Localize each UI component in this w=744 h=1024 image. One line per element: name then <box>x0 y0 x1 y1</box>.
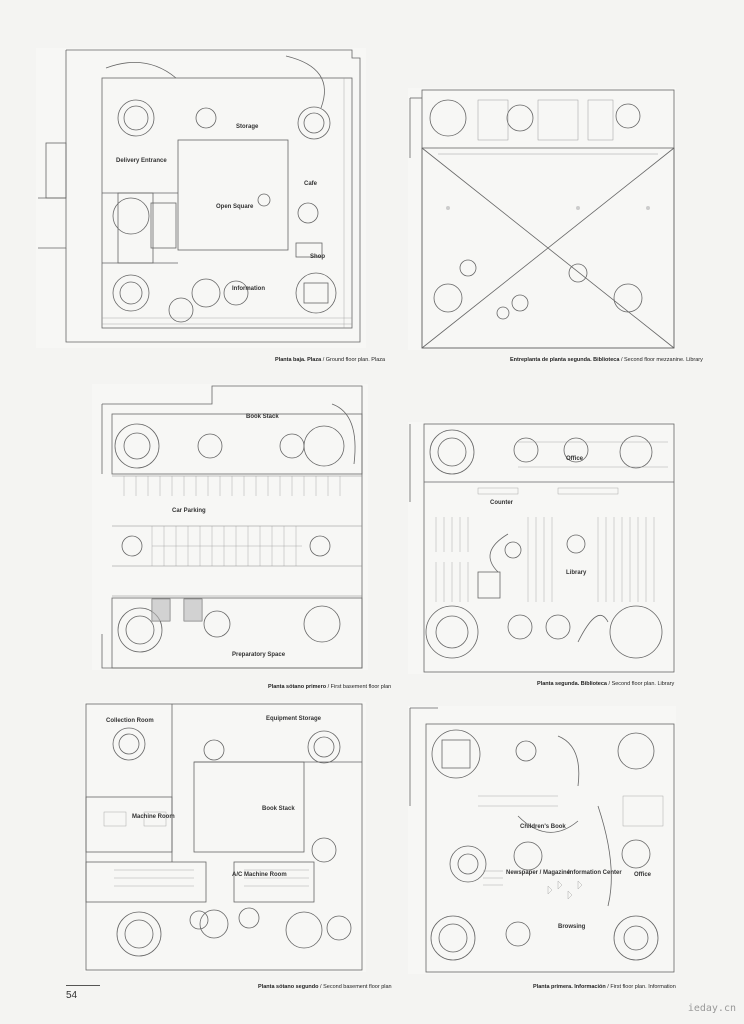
caption-mezzanine-rest: / Second floor mezzanine. Library <box>619 357 703 363</box>
caption-second-floor-rest: / Second floor plan. Library <box>607 681 675 687</box>
label-newspaper-magazine: Newspaper / Magazine <box>506 870 571 876</box>
page-number: 54 <box>66 990 78 1001</box>
plan-first-basement: Book Stack Car Parking Preparatory Space <box>92 384 368 670</box>
caption-second-floor: Planta segunda. Biblioteca / Second floo… <box>537 681 674 687</box>
plan-mezzanine <box>408 88 676 350</box>
caption-mezzanine-bold: Entreplanta de planta segunda. Bibliotec… <box>510 357 620 363</box>
label-collection-room: Collection Room <box>106 718 154 724</box>
label-machine-room: Machine Room <box>132 814 175 820</box>
plan-first-floor: Children's Book Newspaper / Magazine Inf… <box>408 706 676 974</box>
label-car-parking: Car Parking <box>172 508 206 514</box>
label-book-stack: Book Stack <box>246 414 279 420</box>
caption-first-floor-rest: / First floor plan. Information <box>605 984 676 990</box>
caption-ground-floor-rest: / Ground floor plan. Plaza <box>321 357 386 363</box>
caption-first-basement-bold: Planta sótano primero <box>268 684 327 690</box>
library-shelves <box>435 441 668 602</box>
label-information-center: Information Center <box>568 870 622 876</box>
second-basement-drawing <box>85 703 363 971</box>
second-floor-drawing <box>409 423 675 673</box>
label-open-square: Open Square <box>216 204 254 210</box>
label-delivery-entrance: Delivery Entrance <box>116 158 167 164</box>
caption-ground-floor: Planta baja. Plaza / Ground floor plan. … <box>275 357 385 363</box>
caption-second-basement-bold: Planta sótano segundo <box>258 984 319 990</box>
label-cafe: Cafe <box>304 181 318 187</box>
plan-second-floor: Office Counter Library <box>408 422 676 674</box>
parking-stalls <box>112 475 362 597</box>
caption-second-basement-rest: / Second basement floor plan <box>318 984 392 990</box>
label-equipment-storage: Equipment Storage <box>266 716 322 722</box>
label-storage: Storage <box>236 124 259 130</box>
plan-second-basement: Collection Room Equipment Storage Machin… <box>84 702 366 972</box>
label-preparatory-space: Preparatory Space <box>232 652 286 658</box>
label-counter: Counter <box>490 500 513 506</box>
label-office: Office <box>566 456 584 462</box>
ground-floor-drawing <box>38 49 361 343</box>
caption-second-floor-bold: Planta segunda. Biblioteca <box>537 681 607 687</box>
label-library: Library <box>566 570 587 576</box>
mezzanine-drawing <box>409 89 675 349</box>
label-browsing: Browsing <box>558 924 586 930</box>
label-office-ff: Office <box>634 872 652 878</box>
label-information: Information <box>232 286 265 292</box>
first-basement-drawing <box>101 385 363 669</box>
label-childrens-book: Children's Book <box>520 824 566 830</box>
caption-mezzanine: Entreplanta de planta segunda. Bibliotec… <box>510 357 703 363</box>
caption-first-basement: Planta sótano primero / First basement f… <box>268 684 391 690</box>
plan-ground-floor: Storage Delivery Entrance Open Square Ca… <box>36 48 366 348</box>
page-number-rule <box>66 985 100 986</box>
caption-first-floor-bold: Planta primera. Información <box>533 984 606 990</box>
caption-ground-floor-bold: Planta baja. Plaza <box>275 357 322 363</box>
first-floor-drawing <box>409 707 675 973</box>
caption-first-basement-rest: / First basement floor plan <box>326 684 392 690</box>
caption-second-basement: Planta sótano segundo / Second basement … <box>258 984 392 990</box>
label-shop: Shop <box>310 254 325 260</box>
label-ac-machine-room: A/C Machine Room <box>232 872 287 878</box>
watermark: ieday.cn <box>687 1003 736 1014</box>
label-book-stack-b2: Book Stack <box>262 806 295 812</box>
caption-first-floor: Planta primera. Información / First floo… <box>533 984 676 990</box>
